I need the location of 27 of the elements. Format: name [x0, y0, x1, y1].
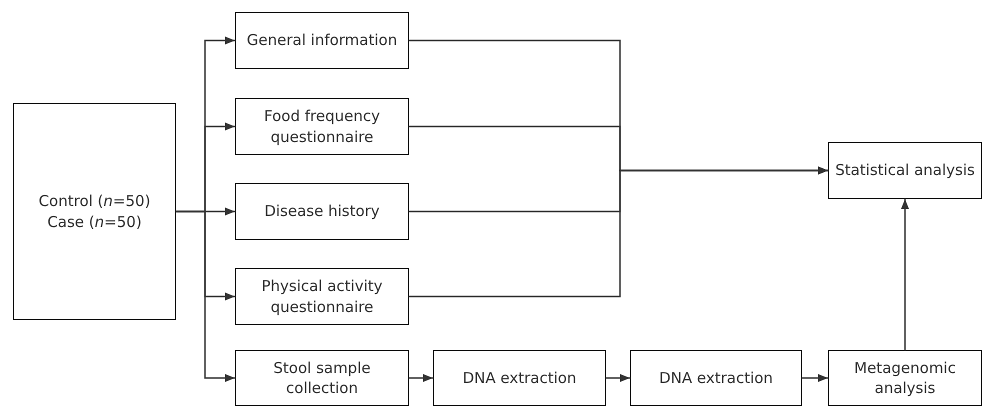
- box-label: Disease history: [264, 201, 380, 222]
- process-box: [235, 12, 409, 69]
- process-box: [828, 350, 982, 406]
- box-label: Statistical analysis: [835, 160, 975, 181]
- arrow: [176, 210, 235, 382]
- process-box: [828, 142, 982, 199]
- process-box: [433, 350, 606, 406]
- box-label: General information: [246, 30, 398, 51]
- arrow: [606, 374, 630, 382]
- box-label: DNA extraction: [462, 368, 576, 388]
- process-box: [235, 183, 409, 240]
- process-box: [13, 103, 176, 320]
- box-label: Case (n=50): [47, 212, 142, 232]
- arrow: [409, 374, 433, 382]
- process-box: [630, 350, 802, 406]
- box-label: DNA extraction: [659, 368, 773, 388]
- box-label: Stool sample collection: [272, 358, 372, 398]
- process-box: [235, 350, 409, 406]
- arrow: [409, 166, 828, 298]
- arrow: [802, 374, 828, 382]
- box-label: Food frequency questionnaire: [263, 106, 381, 147]
- box-label: Metagenomic analysis: [853, 358, 957, 398]
- process-box: [235, 98, 409, 155]
- box-label: Control (n=50): [38, 191, 150, 212]
- process-box: [235, 268, 409, 325]
- arrow: [901, 199, 909, 350]
- box-label: Physical activity questionnaire: [260, 276, 384, 317]
